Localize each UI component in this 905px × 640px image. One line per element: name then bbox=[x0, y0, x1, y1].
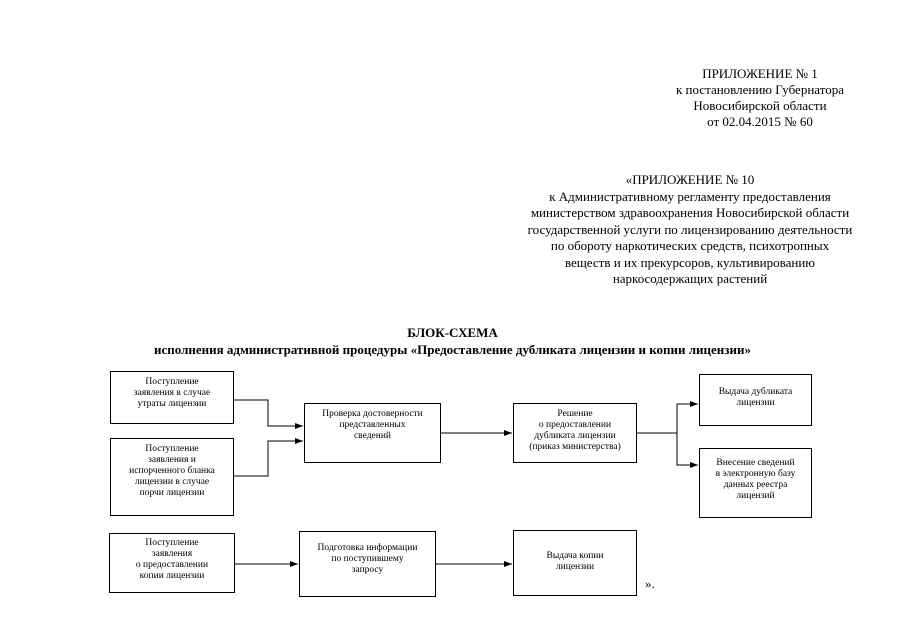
box-issue-duplicate: Выдача дубликата лицензии bbox=[699, 374, 812, 426]
box-text: о предоставлении bbox=[135, 560, 209, 570]
box-text: о предоставлении bbox=[538, 420, 612, 430]
box-text: заявления и bbox=[148, 455, 196, 465]
appendix-10-line: государственной услуги по лицензированию… bbox=[527, 221, 853, 237]
arrow-loss-to-verify bbox=[234, 399, 303, 429]
box-verify-information: Проверка достоверности представленных св… bbox=[304, 403, 441, 463]
box-prepare-information: Подготовка информации по поступившему за… bbox=[299, 531, 436, 597]
arrow-to-issue-duplicate bbox=[676, 401, 698, 433]
appendix-1-line: от 02.04.2015 № 60 bbox=[707, 114, 813, 129]
appendix-10-line: по обороту наркотических средств, психот… bbox=[550, 238, 830, 253]
box-text: сведений bbox=[353, 431, 392, 441]
appendix-10-line: к Административному регламенту предостав… bbox=[549, 188, 831, 204]
arrow-to-registry bbox=[676, 433, 698, 468]
box-text: данных реестра bbox=[723, 480, 788, 490]
box-text: порчи лицензии bbox=[139, 488, 205, 498]
scheme-title-main: БЛОК-СХЕМА bbox=[407, 325, 498, 340]
appendix-10-line: веществ и их прекурсоров, культивировани… bbox=[564, 254, 816, 270]
appendix-10-line: министерством здравоохранения Новосибирс… bbox=[530, 205, 850, 220]
box-text: (приказ министерства) bbox=[529, 442, 621, 452]
appendix-10-line: «ПРИЛОЖЕНИЕ № 10 bbox=[625, 172, 755, 187]
box-text: утраты лицензии bbox=[137, 399, 207, 409]
box-text: Решение bbox=[557, 409, 593, 419]
box-text: заявления bbox=[151, 549, 193, 559]
appendix-1-line: Новосибирской области bbox=[693, 98, 827, 113]
appendix-1-line: к постановлению Губернатора bbox=[675, 82, 845, 97]
box-text: копии лицензии bbox=[139, 571, 205, 581]
box-text: лицензий bbox=[736, 491, 775, 501]
appendix-10-line: наркосодержащих растений bbox=[612, 271, 768, 286]
box-text: лицензии в случае bbox=[134, 477, 210, 487]
closing-quote: ». bbox=[645, 576, 655, 591]
box-damage-application: Поступление заявления и испорченного бла… bbox=[110, 438, 234, 516]
box-text: Выдача дубликата bbox=[718, 387, 793, 397]
box-text: Выдача копии bbox=[546, 551, 604, 561]
scheme-title: БЛОК-СХЕМА исполнения административной п… bbox=[0, 324, 905, 358]
box-text: Подготовка информации bbox=[317, 543, 418, 553]
box-text: лицензии bbox=[736, 398, 775, 408]
box-text: Поступление bbox=[145, 538, 199, 548]
box-text: по поступившему bbox=[331, 554, 404, 564]
box-text: представленных bbox=[339, 420, 406, 430]
box-text: Внесение сведений bbox=[716, 458, 795, 468]
appendix-1-header: ПРИЛОЖЕНИЕ № 1 к постановлению Губернато… bbox=[640, 66, 880, 130]
box-text: испорченного бланка bbox=[129, 466, 215, 476]
box-text: Поступление bbox=[145, 377, 199, 387]
box-text: Проверка достоверности bbox=[322, 409, 423, 419]
arrow-damage-to-verify bbox=[234, 438, 303, 477]
box-text: дубликата лицензии bbox=[534, 431, 616, 441]
box-loss-application: Поступление заявления в случае утраты ли… bbox=[110, 371, 234, 424]
appendix-10-header: «ПРИЛОЖЕНИЕ № 10 к Административному рег… bbox=[470, 172, 905, 288]
box-text: Поступление bbox=[145, 444, 199, 454]
box-text: запросу bbox=[351, 565, 384, 575]
box-text: заявления в случае bbox=[133, 388, 211, 398]
appendix-1-line: ПРИЛОЖЕНИЕ № 1 bbox=[702, 66, 818, 81]
scheme-subtitle: исполнения административной процедуры «П… bbox=[153, 342, 752, 357]
box-text: лицензии bbox=[555, 562, 595, 572]
box-issue-copy: Выдача копии лицензии bbox=[513, 530, 637, 596]
box-registry-entry: Внесение сведений в электронную базу дан… bbox=[699, 448, 812, 518]
box-decision: Решение о предоставлении дубликата лицен… bbox=[513, 403, 637, 463]
box-text: в электронную базу bbox=[715, 469, 796, 479]
box-copy-request: Поступление заявления о предоставлении к… bbox=[109, 533, 235, 593]
